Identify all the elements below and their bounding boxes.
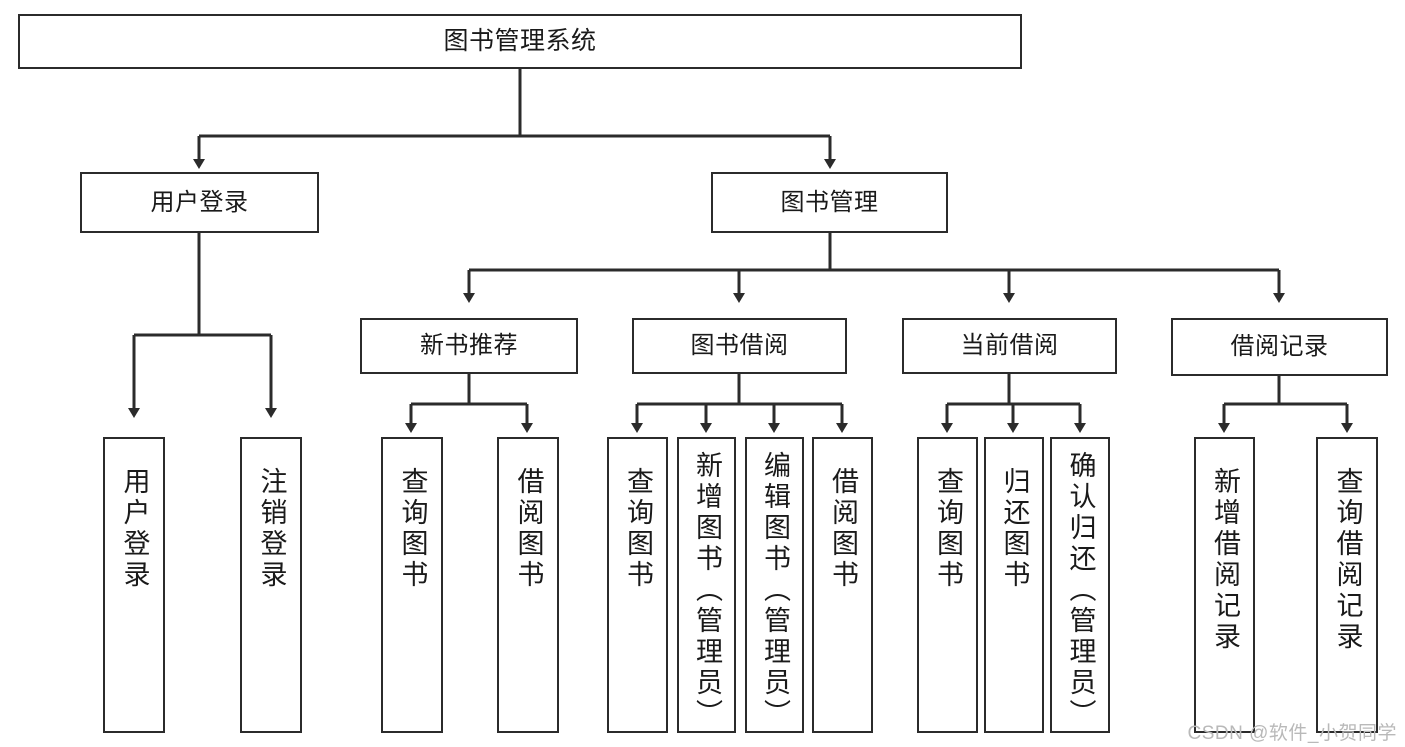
node-label: 编辑图书（管理员） (760, 451, 790, 730)
node-label: 归还图书 (999, 467, 1030, 591)
node-label: 查询图书 (623, 467, 653, 591)
node-root-system[interactable]: 图书管理系统 (18, 14, 1022, 69)
node-borrow-record[interactable]: 借阅记录 (1171, 318, 1388, 376)
leaf-borrow-record-query[interactable]: 查询借阅记录 (1316, 437, 1378, 733)
node-current-borrow[interactable]: 当前借阅 (902, 318, 1117, 374)
leaf-current-borrow-confirm-return[interactable]: 确认归还（管理员） (1050, 437, 1110, 733)
leaf-user-login-login[interactable]: 用户登录 (103, 437, 165, 733)
node-label: 用户登录 (119, 467, 150, 591)
leaf-new-book-query[interactable]: 查询图书 (381, 437, 443, 733)
leaf-user-login-logout[interactable]: 注销登录 (240, 437, 302, 733)
node-label: 确认归还（管理员） (1065, 451, 1096, 730)
node-label: 注销登录 (256, 467, 287, 591)
node-label: 图书管理系统 (443, 27, 597, 55)
node-label: 当前借阅 (960, 332, 1059, 360)
leaf-book-borrow-query[interactable]: 查询图书 (607, 437, 668, 733)
leaf-new-book-borrow[interactable]: 借阅图书 (497, 437, 559, 733)
node-label: 借阅图书 (828, 467, 858, 591)
node-label: 新增图书（管理员） (692, 451, 722, 730)
node-label: 借阅图书 (513, 467, 544, 591)
leaf-current-borrow-query[interactable]: 查询图书 (917, 437, 978, 733)
node-label: 查询图书 (933, 467, 963, 591)
node-book-borrow[interactable]: 图书借阅 (632, 318, 847, 374)
node-label: 新增借阅记录 (1210, 467, 1240, 653)
leaf-current-borrow-return[interactable]: 归还图书 (984, 437, 1044, 733)
leaf-book-borrow-borrow[interactable]: 借阅图书 (812, 437, 873, 733)
leaf-borrow-record-add[interactable]: 新增借阅记录 (1194, 437, 1255, 733)
node-label: 借阅记录 (1230, 333, 1329, 361)
node-user-login[interactable]: 用户登录 (80, 172, 319, 233)
leaf-book-borrow-edit[interactable]: 编辑图书（管理员） (745, 437, 804, 733)
node-label: 用户登录 (150, 188, 249, 216)
node-new-book-recommend[interactable]: 新书推荐 (360, 318, 578, 374)
node-label: 图书管理 (780, 188, 879, 216)
node-label: 查询图书 (397, 467, 428, 591)
leaf-book-borrow-add[interactable]: 新增图书（管理员） (677, 437, 736, 733)
node-label: 图书借阅 (690, 332, 789, 360)
node-book-management[interactable]: 图书管理 (711, 172, 948, 233)
node-label: 新书推荐 (420, 332, 518, 360)
node-label: 查询借阅记录 (1332, 467, 1363, 653)
watermark: CSDN @软件_小贺同学 (1187, 723, 1397, 744)
